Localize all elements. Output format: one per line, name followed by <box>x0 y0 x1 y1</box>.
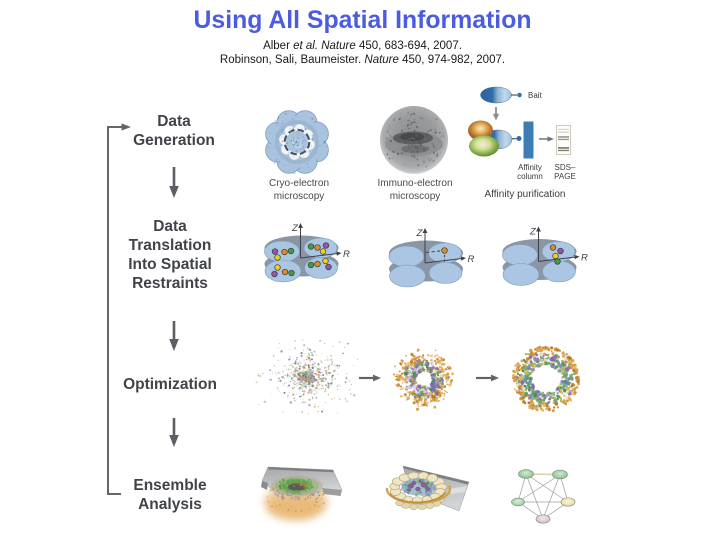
svg-text:R: R <box>468 254 475 265</box>
svg-text:Z: Z <box>416 228 424 239</box>
svg-text:Z: Z <box>529 227 537 238</box>
svg-text:R: R <box>581 253 588 264</box>
svg-text:R: R <box>343 249 350 260</box>
svg-text:Z: Z <box>291 223 299 234</box>
